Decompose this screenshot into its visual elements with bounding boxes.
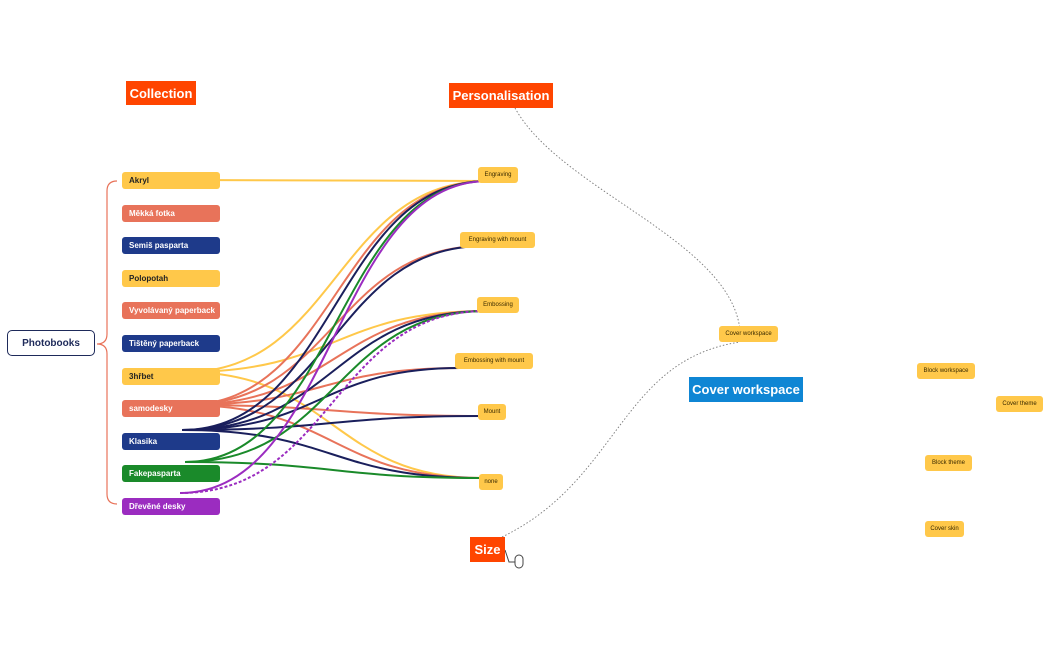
collection-item-label: samodesky <box>129 404 173 414</box>
cover-item-block-workspace[interactable]: Block workspace <box>917 363 975 379</box>
cover-item-label: Block theme <box>931 460 965 466</box>
cover-item-cover-theme[interactable]: Cover theme <box>996 396 1043 412</box>
connection-curve-18 <box>184 461 482 479</box>
connection-curve-19 <box>179 180 489 494</box>
connection-curve-2 <box>184 310 487 373</box>
option-label: none <box>484 479 498 485</box>
cover-item-label: Cover skin <box>930 526 959 532</box>
connection-curve-17 <box>184 310 487 463</box>
option-label: Engraving with mount <box>468 237 527 243</box>
collection-item-label: Fakepasparta <box>129 469 181 479</box>
option-label: Engraving <box>484 172 512 178</box>
connection-curve-3 <box>184 371 482 479</box>
connection-curve-20 <box>179 310 487 494</box>
option-label: Embossing <box>483 302 513 308</box>
collection-item-0[interactable]: Akryl <box>122 172 220 189</box>
option-label: Mount <box>483 409 501 415</box>
collection-item-6[interactable]: 3hřbet <box>122 367 220 385</box>
collection-item-1[interactable]: Měkká fotka <box>122 204 220 222</box>
collection-item-7[interactable]: samodesky <box>122 400 220 418</box>
option-label: Embossing with mount <box>463 358 525 364</box>
collection-item-10[interactable]: Dřevěné desky <box>122 498 220 515</box>
dotted-link-personalisation-cover <box>514 107 741 331</box>
connection-curve-13 <box>181 367 461 431</box>
option-embossing[interactable]: Embossing <box>477 297 519 313</box>
dotted-link-size-cover <box>501 341 741 538</box>
cover-hub-label: Cover workspace <box>725 331 772 337</box>
collection-item-4[interactable]: Vyvolávaný paperback <box>122 302 220 320</box>
cover-item-label: Cover theme <box>1002 401 1037 407</box>
connection-curve-4 <box>184 180 489 406</box>
option-none[interactable]: none <box>479 474 503 490</box>
connection-curve-1 <box>184 180 489 373</box>
collection-item-9[interactable]: Fakepasparta <box>122 465 220 483</box>
collection-title[interactable]: Collection <box>126 81 196 105</box>
collection-item-label: 3hřbet <box>129 371 154 381</box>
connection-curve-15 <box>181 429 482 479</box>
size-title[interactable]: Size <box>470 537 505 562</box>
connection-layer <box>179 179 489 494</box>
size-collapse-connector <box>504 549 515 563</box>
connection-curve-7 <box>184 367 461 406</box>
option-embossing-with-mount[interactable]: Embossing with mount <box>455 353 533 369</box>
connection-curve-10 <box>181 180 489 431</box>
collection-item-label: Semiš pasparta <box>129 241 189 251</box>
cover-workspace-title-label: Cover workspace <box>692 382 800 397</box>
collection-item-5[interactable]: Tištěný paperback <box>122 335 220 352</box>
collection-item-label: Klasika <box>129 436 158 446</box>
connection-curve-9 <box>184 404 482 479</box>
personalisation-title-label: Personalisation <box>452 88 550 103</box>
option-engraving-with-mount[interactable]: Engraving with mount <box>460 232 535 248</box>
connection-curve-14 <box>181 415 482 431</box>
collection-title-label: Collection <box>129 85 193 101</box>
connection-curve-8 <box>184 404 482 417</box>
cover-item-label: Block workspace <box>923 368 969 374</box>
option-engraving[interactable]: Engraving <box>478 167 518 183</box>
cover-workspace-hub[interactable]: Cover workspace <box>719 326 778 342</box>
size-collapse-handle[interactable] <box>514 554 524 569</box>
collection-item-label: Akryl <box>129 176 150 185</box>
root-node-label: Photobooks <box>22 337 80 349</box>
collection-item-label: Tištěný paperback <box>129 339 200 348</box>
collection-item-label: Měkká fotka <box>129 208 175 218</box>
cover-workspace-title[interactable]: Cover workspace <box>689 377 803 402</box>
collection-item-8[interactable]: Klasika <box>122 432 220 450</box>
collection-item-label: Dřevěné desky <box>129 502 186 511</box>
personalisation-title[interactable]: Personalisation <box>449 83 553 108</box>
collection-item-label: Vyvolávaný paperback <box>129 306 215 316</box>
root-node-photobooks[interactable]: Photobooks <box>7 330 95 356</box>
size-title-label: Size <box>474 542 501 557</box>
connection-curve-12 <box>181 310 487 431</box>
cover-item-block-theme[interactable]: Block theme <box>925 455 972 471</box>
connection-curve-0 <box>184 179 489 182</box>
collection-item-3[interactable]: Polopotah <box>122 269 220 287</box>
collection-bracket <box>96 180 118 505</box>
option-mount[interactable]: Mount <box>478 404 506 420</box>
collection-item-label: Polopotah <box>129 273 169 283</box>
cover-item-cover-skin[interactable]: Cover skin <box>925 521 964 537</box>
collection-item-2[interactable]: Semiš pasparta <box>122 237 220 255</box>
